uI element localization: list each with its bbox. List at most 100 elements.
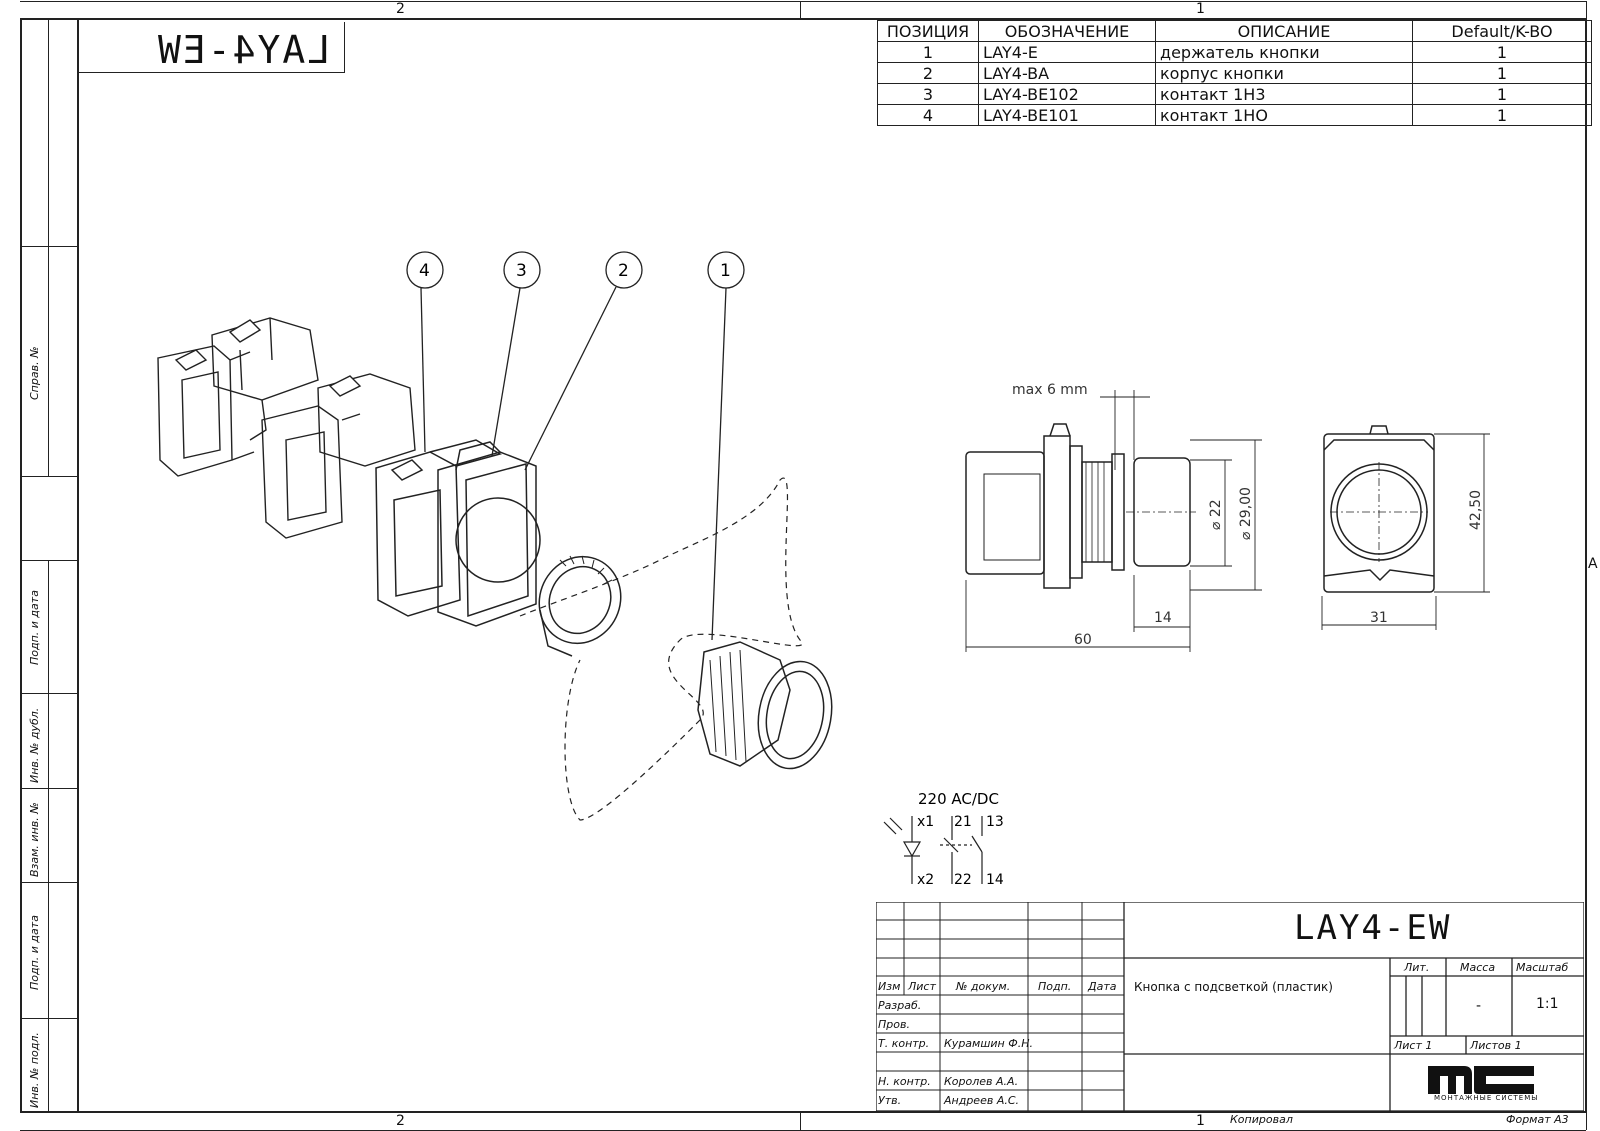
tb-header: Дата: [1088, 980, 1117, 993]
bom-cell: 4: [877, 104, 979, 126]
balloon-4: [406, 251, 444, 453]
bom-cell: контакт 1Н3: [1155, 83, 1413, 105]
contact-block-front: [375, 439, 502, 617]
wiring-schematic: [883, 816, 983, 884]
assembly-path: [519, 477, 803, 821]
balloon-1: [707, 251, 745, 641]
bom-header: Default/K-BO: [1412, 20, 1592, 42]
dim-label: ⌀ 29,00: [1238, 487, 1254, 540]
zone-marker: 2: [396, 1, 405, 17]
tb-scale-label: Масштаб: [1516, 961, 1569, 974]
dim-label: ⌀ 22: [1208, 499, 1224, 530]
format-label: Формат А3: [1506, 1113, 1569, 1126]
bom-table: ПОЗИЦИЯ ОБОЗНАЧЕНИЕ ОПИСАНИЕ Default/K-B…: [877, 20, 1592, 126]
frame-bottom: [20, 1111, 1586, 1113]
tb-header: № докум.: [956, 980, 1011, 993]
company-logo: монтажные системы: [1424, 1058, 1544, 1106]
zone-marker: 1: [1196, 1113, 1205, 1129]
front-dimensions: [1321, 433, 1490, 630]
contact-block-rear-top: [211, 317, 319, 441]
side-strip-line: [20, 1018, 78, 1019]
front-view: [1323, 425, 1435, 593]
tb-scale-value: 1:1: [1536, 996, 1559, 1012]
side-dimensions: [965, 390, 1262, 652]
company-name: монтажные системы: [1434, 1094, 1539, 1102]
schematic-label: x1: [917, 814, 934, 830]
contact-block-rear-left: [157, 345, 255, 477]
frame-inner-left: [77, 18, 79, 1112]
schematic-label: 220 AC/DC: [918, 790, 999, 808]
tb-sheets: Листов 1: [1470, 1039, 1522, 1052]
bom-cell: LAY4-BE101: [978, 104, 1156, 126]
zone-divider-top: [800, 1, 801, 18]
bom-cell: 1: [1412, 104, 1592, 126]
bom-row: 2 LAY4-BA корпус кнопки 1: [877, 62, 1592, 84]
zone-divider-bottom: [800, 1112, 801, 1130]
bom-cell: корпус кнопки: [1155, 62, 1413, 84]
schematic-label: 14: [986, 872, 1004, 888]
frame-left: [20, 18, 22, 1112]
side-view: [965, 423, 1196, 589]
company-logo-mark: [1428, 1066, 1534, 1094]
side-strip-line: [48, 560, 49, 1112]
push-button: [697, 641, 833, 770]
bom-row: 4 LAY4-BE101 контакт 1НО 1: [877, 104, 1592, 126]
bom-header-row: ПОЗИЦИЯ ОБОЗНАЧЕНИЕ ОПИСАНИЕ Default/K-B…: [877, 20, 1592, 42]
balloon-2: [524, 251, 643, 471]
zone-marker: 2: [396, 1113, 405, 1129]
tb-name: Королев А.А.: [944, 1075, 1019, 1088]
frame-top: [20, 18, 1586, 20]
dim-label: 14: [1154, 610, 1172, 626]
tb-name: Андреев А.С.: [944, 1094, 1020, 1107]
tb-mass-label: Масса: [1460, 961, 1496, 974]
title-block: LAY4-EW Кнопка с подсветкой (пластик) Из…: [876, 902, 1584, 1112]
side-strip-line: [20, 788, 78, 789]
balloon-label: 1: [720, 261, 731, 281]
tb-header: Изм: [878, 980, 901, 993]
zone-marker: 1: [1196, 1, 1205, 17]
tb-role: Утв.: [878, 1094, 902, 1107]
dim-label: 31: [1370, 610, 1388, 626]
balloon-label: 2: [618, 261, 629, 281]
bom-row: 1 LAY4-E держатель кнопки 1: [877, 41, 1592, 63]
bom-cell: LAY4-E: [978, 41, 1156, 63]
schematic-label: 22: [954, 872, 972, 888]
frame-right: [1585, 18, 1587, 1112]
dim-label: 60: [1074, 632, 1092, 648]
button-holder: [437, 441, 541, 627]
balloon-label: 3: [516, 261, 527, 281]
frame-outer-top: [20, 1, 1586, 2]
frame-outer-right: [1586, 1, 1587, 1130]
side-strip-line: [20, 476, 78, 477]
tb-header: Подп.: [1038, 980, 1072, 993]
drawing-designation: LAY4-EW: [1294, 908, 1452, 948]
tb-name: Курамшин Ф.Н.: [944, 1037, 1033, 1050]
tb-role: Н. контр.: [878, 1075, 931, 1088]
side-strip-line: [20, 560, 78, 561]
tb-role: Разраб.: [878, 999, 922, 1012]
drawing-description: Кнопка с подсветкой (пластик): [1134, 980, 1333, 994]
schematic-label: 21: [954, 814, 972, 830]
tb-mass-value: -: [1476, 998, 1482, 1014]
tb-header: Лист: [908, 980, 936, 993]
bom-cell: контакт 1НО: [1155, 104, 1413, 126]
tb-sheet: Лист 1: [1394, 1039, 1433, 1052]
schematic-label: 13: [986, 814, 1004, 830]
mirrored-title-box: LAY4-EW: [78, 22, 345, 73]
dim-label: max 6 mm: [1012, 382, 1088, 398]
tb-lit-label: Лит.: [1404, 961, 1430, 974]
bom-header: ПОЗИЦИЯ: [877, 20, 979, 42]
title-block-grid: [876, 902, 1584, 1112]
contact-block-mid: [261, 373, 416, 539]
side-strip-line: [48, 18, 49, 476]
button-ring: [538, 555, 622, 657]
tb-role: Т. контр.: [878, 1037, 930, 1050]
side-strip-line: [20, 882, 78, 883]
balloon-3: [491, 251, 541, 457]
bom-header: ОБОЗНАЧЕНИЕ: [978, 20, 1156, 42]
dim-label: 42,50: [1468, 490, 1484, 530]
zone-marker: A: [1588, 556, 1598, 572]
side-strip-line: [20, 246, 78, 247]
